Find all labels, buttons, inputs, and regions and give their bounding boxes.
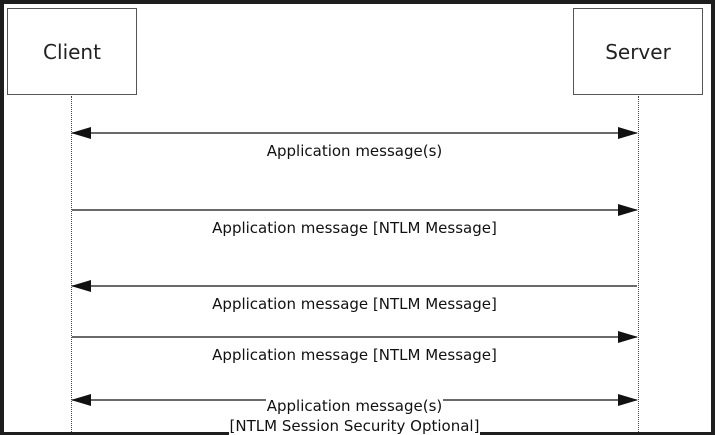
client-label: Client — [43, 39, 101, 64]
message-3-label: Application message [NTLM Message] — [71, 277, 638, 313]
message-1-text: Application message(s) — [265, 142, 444, 160]
message-5-text-line1: Application message(s) — [265, 397, 444, 415]
server-label: Server — [605, 39, 671, 64]
client-lifeline — [71, 96, 72, 432]
message-2-label: Application message [NTLM Message] — [71, 201, 638, 237]
server-lifeline — [638, 96, 639, 432]
server-actor-box: Server — [573, 8, 703, 95]
client-actor-box: Client — [7, 8, 137, 95]
message-5-label-line2: [NTLM Session Security Optional] — [71, 399, 638, 435]
message-1-label: Application message(s) — [71, 124, 638, 160]
message-5-label-line1: Application message(s) — [71, 379, 638, 415]
message-5-text-line2: [NTLM Session Security Optional] — [228, 417, 481, 435]
message-3-text: Application message [NTLM Message] — [211, 295, 498, 313]
message-4-label: Application message [NTLM Message] — [71, 328, 638, 364]
message-2-text: Application message [NTLM Message] — [211, 219, 498, 237]
message-4-text: Application message [NTLM Message] — [211, 346, 498, 364]
